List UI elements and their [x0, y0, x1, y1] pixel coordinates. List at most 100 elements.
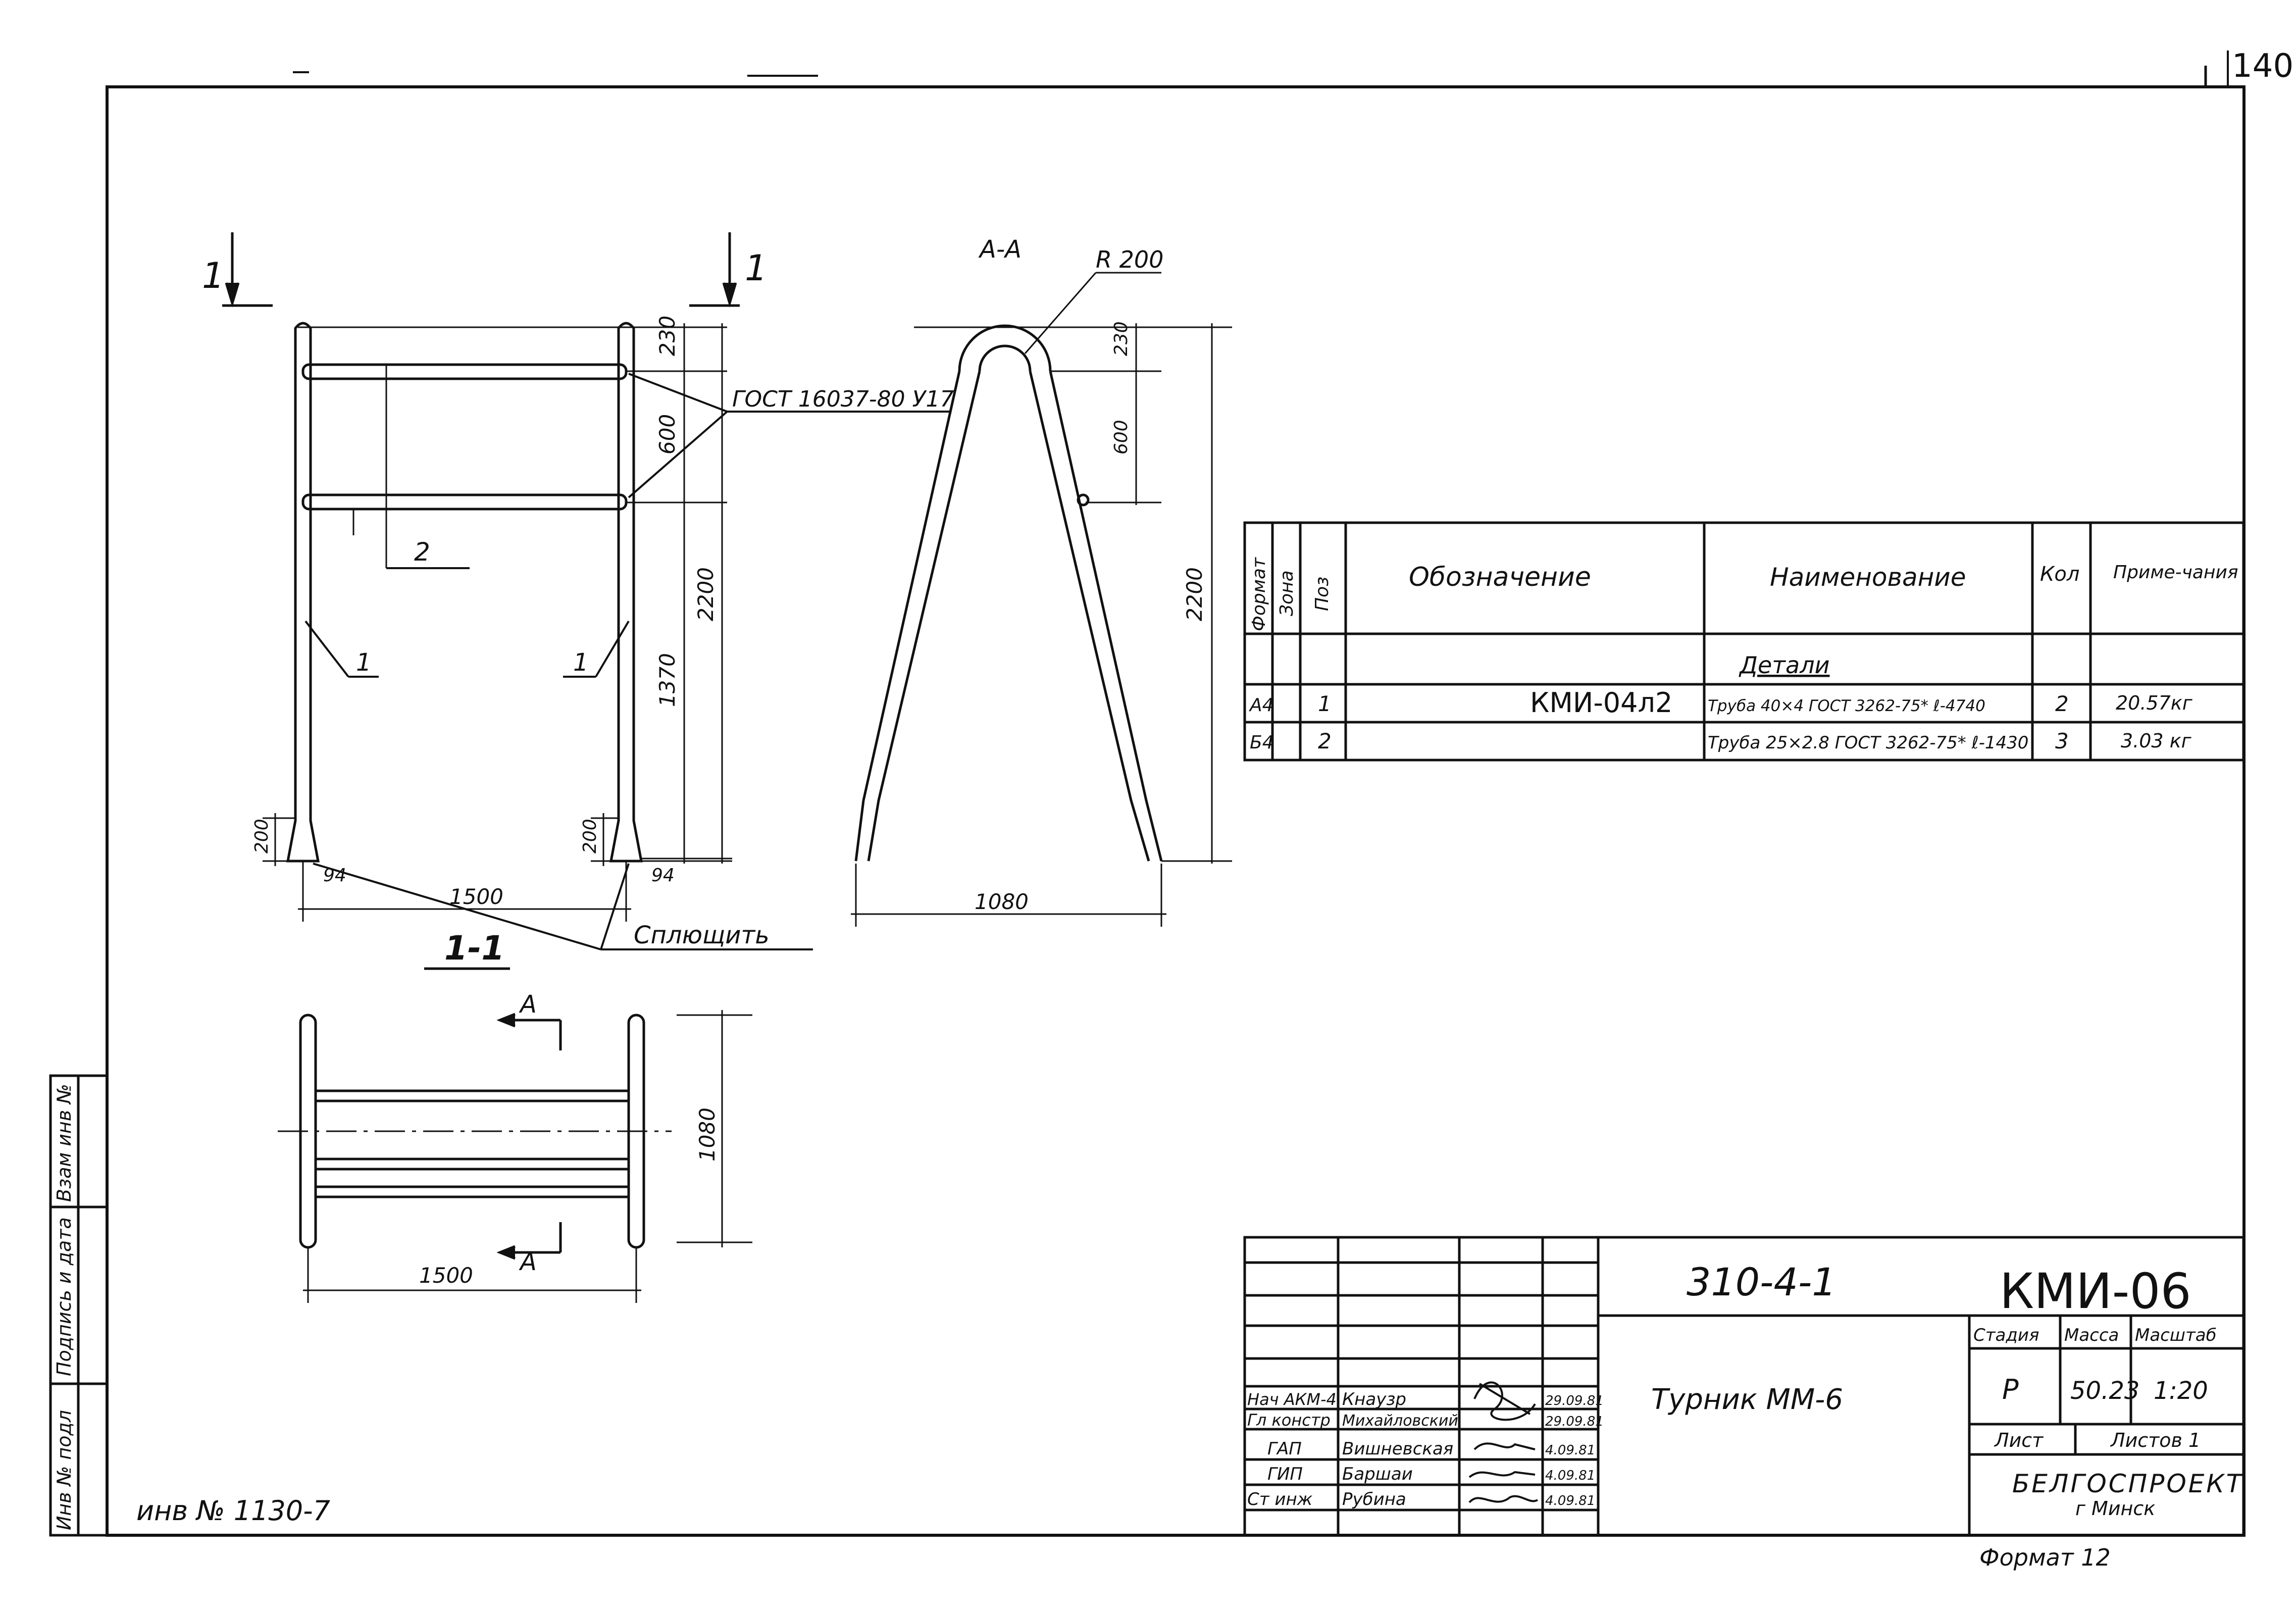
scale-value: 1:20	[2154, 1377, 2208, 1405]
spec-row: А4 1 КМИ-04л2 Труба 40×4 ГОСТ 3262-75* ℓ…	[1249, 687, 2193, 719]
side-stamp	[49, 1074, 109, 1537]
dim-width: 1500	[449, 884, 503, 909]
section-title: 1-1	[444, 929, 504, 968]
signature-row: ГАП Вишневская 4.09.81	[1267, 1439, 1595, 1459]
front-view: 1 1 2 1	[202, 232, 954, 970]
side-dim-top: 230	[1111, 321, 1132, 356]
section-mark-left-label: 1	[202, 255, 225, 296]
sheets-label: Листов 1	[2110, 1429, 2201, 1451]
spec-cell-notes: 3.03 кг	[2121, 730, 2192, 752]
section-mark-left	[222, 232, 273, 308]
dim-total: 2200	[693, 567, 718, 621]
section-a-top-mark	[496, 1013, 562, 1050]
pos-2-label: 2	[414, 537, 430, 567]
section-a-bottom: А	[519, 1248, 537, 1276]
plan-dim-width: 1500	[419, 1263, 473, 1288]
rung-upper	[301, 363, 628, 380]
pos-1-right-leader	[563, 620, 630, 678]
signature-date: 4.09.81	[1545, 1468, 1595, 1483]
signature-role: ГИП	[1267, 1464, 1303, 1484]
dim-offset-right: 94	[651, 865, 675, 886]
spec-grid	[1243, 521, 2245, 762]
spec-cell-qty: 3	[2055, 729, 2069, 753]
section-mark-right-label: 1	[745, 247, 768, 289]
plan-width-dim	[303, 1247, 641, 1303]
plan-rungs	[316, 1089, 629, 1198]
drawing-title: Турник ММ-6	[1651, 1383, 1843, 1416]
flatten-callout: Сплющить	[634, 921, 770, 949]
stage-value: Р	[2002, 1374, 2019, 1405]
signature-role: Ст инж	[1247, 1489, 1313, 1509]
signature-name: Баршаи	[1342, 1464, 1413, 1484]
page-number: 140	[2232, 47, 2293, 85]
title-block: 310-4-1 КМИ-06 Турник ММ-6 Стадия Масса …	[1243, 1236, 2245, 1537]
spec-header-designation: Обозначение	[1409, 562, 1591, 592]
plan-view: А А 1080 1500	[278, 990, 752, 1303]
spec-cell-designation: КМИ-04л2	[1530, 687, 1672, 719]
front-dim-chain	[679, 323, 727, 864]
plan-depth-dim	[677, 1010, 752, 1247]
signature-date: 29.09.81	[1545, 1393, 1604, 1408]
organization: БЕЛГОСПРОЕКТ	[2012, 1469, 2243, 1498]
flatten-leader	[313, 863, 813, 950]
spec-section-label: Детали	[1739, 651, 1830, 679]
spec-cell-notes: 20.57кг	[2116, 692, 2193, 714]
signature-date: 29.09.81	[1545, 1414, 1604, 1429]
spec-cell-format: Б4	[1250, 732, 1274, 753]
spec-cell-qty: 2	[2055, 691, 2069, 716]
scale-label: Масштаб	[2135, 1325, 2217, 1345]
mass-value: 50.23	[2070, 1377, 2139, 1405]
section-a-bottom-mark	[496, 1222, 562, 1260]
radius-leader	[1024, 272, 1161, 354]
project-number: 310-4-1	[1687, 1260, 1836, 1304]
pos-1-right-label: 1	[573, 648, 589, 677]
plan-dim-depth: 1080	[695, 1107, 720, 1162]
spec-header-notes: Приме-чания	[2113, 562, 2238, 583]
post-left	[286, 322, 320, 863]
replace-inv-label: Взам инв №	[53, 1084, 75, 1202]
spec-header-zone: Зона	[1277, 570, 1297, 616]
radius-label: R 200	[1096, 246, 1163, 273]
signature-date: 4.09.81	[1545, 1443, 1595, 1458]
side-extensions	[914, 326, 1232, 862]
dim-flat-left: 200	[251, 819, 272, 853]
signature-name: Вишневская	[1342, 1439, 1453, 1459]
spec-cell-name: Труба 40×4 ГОСТ 3262-75* ℓ-4740	[1708, 697, 1985, 715]
signature-role: Нач АКМ-4	[1247, 1390, 1337, 1409]
drawing-code: КМИ-06	[2000, 1263, 2191, 1320]
side-dim-middle: 600	[1111, 420, 1132, 455]
side-dim-total: 2200	[1182, 567, 1207, 621]
stage-label: Стадия	[1973, 1325, 2039, 1345]
spec-cell-pos: 1	[1318, 691, 1332, 716]
a-frame	[854, 324, 1163, 862]
dim-middle: 600	[655, 414, 680, 455]
signature-name: Рубина	[1342, 1489, 1406, 1509]
signature-row: Гл констр Михайловский 29.09.81	[1247, 1411, 1604, 1430]
side-view: А-А R 200 230 600 22	[851, 235, 1232, 927]
mass-label: Масса	[2064, 1325, 2119, 1345]
signature-row: Нач АКМ-4 Кнаузр 29.09.81	[1247, 1389, 1604, 1409]
spec-cell-format: А4	[1249, 695, 1274, 716]
inv-orig-label: Инв № подл	[53, 1410, 75, 1530]
spec-table: Формат Зона Поз Обозначение Наименование…	[1243, 521, 2245, 762]
dim-flat-right: 200	[580, 819, 600, 853]
signature-row: ГИП Баршаи 4.09.81	[1267, 1464, 1595, 1484]
flat-dims	[263, 813, 619, 866]
spec-header-format: Формат	[1249, 557, 1269, 631]
signature-role: Гл констр	[1247, 1411, 1331, 1430]
pos-1-left-leader	[304, 620, 379, 678]
signature-row: Ст инж Рубина 4.09.81	[1247, 1489, 1595, 1509]
sheet-label: Лист	[1994, 1429, 2044, 1451]
signature-date: 4.09.81	[1545, 1493, 1595, 1508]
section-mark-right	[689, 232, 740, 308]
title-block-grid	[1243, 1236, 2245, 1537]
handwritten-signatures	[1468, 1381, 1539, 1503]
dim-lower: 1370	[655, 653, 680, 707]
spec-cell-name: Труба 25×2.8 ГОСТ 3262-75* ℓ-1430	[1708, 733, 2028, 753]
signature-role: ГАП	[1267, 1439, 1302, 1459]
sign-date-label: Подпись и дата	[53, 1217, 75, 1376]
pos-1-left-label: 1	[356, 648, 372, 677]
side-title: А-А	[978, 235, 1022, 264]
post-right	[609, 322, 643, 863]
